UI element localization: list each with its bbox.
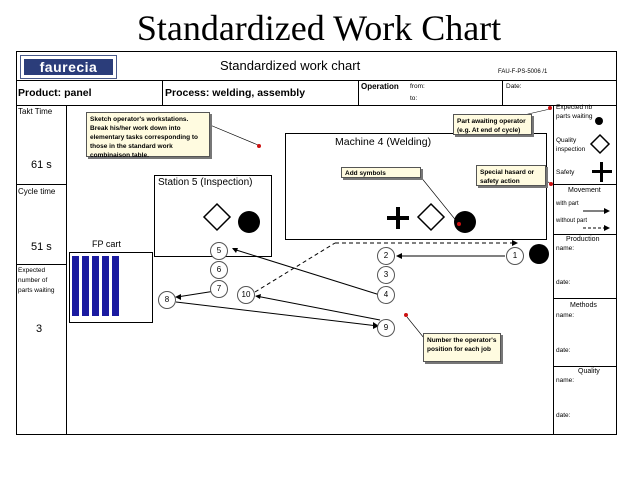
right-col-divider <box>553 105 554 435</box>
quality-name: name: <box>556 377 575 384</box>
filled-circle-icon <box>529 244 549 264</box>
step-1: 1 <box>506 247 524 265</box>
header-col-2 <box>358 80 359 105</box>
step-10: 10 <box>237 286 255 304</box>
diamond-icon <box>416 202 446 232</box>
step-8: 8 <box>158 291 176 309</box>
takt-label: Takt Time <box>18 107 53 116</box>
note-sketch: Sketch operator's workstations. Break hi… <box>86 112 210 159</box>
filled-circle-icon <box>454 211 476 233</box>
operation-from: from: <box>410 83 425 90</box>
plus-icon <box>592 162 612 182</box>
machine-4-box <box>285 133 547 240</box>
chart-frame <box>16 51 617 435</box>
legend-expected-1: Expected nb <box>556 104 593 111</box>
step-3: 3 <box>377 266 395 284</box>
cycle-label: Cycle time <box>18 187 56 196</box>
expected-label-3: parts waiting <box>18 287 55 294</box>
step-2: 2 <box>377 247 395 265</box>
date-label: Date: <box>506 83 522 90</box>
legend-quality-1: Quality <box>556 137 577 144</box>
production-title: Production <box>566 236 600 243</box>
quality-date: date: <box>556 412 571 419</box>
note-special-hazard: Special hasard or safety action <box>476 165 546 186</box>
diamond-icon <box>589 133 611 155</box>
methods-date: date: <box>556 347 571 354</box>
left-col-divider <box>66 105 67 435</box>
process-label: Process: welding, assembly <box>165 87 306 99</box>
expected-label-1: Expected <box>18 267 46 274</box>
header-col-3 <box>502 80 503 105</box>
step-5: 5 <box>210 242 228 260</box>
header-col-1 <box>162 80 163 105</box>
step-6: 6 <box>210 261 228 279</box>
quality-title: Quality <box>578 368 600 375</box>
operation-label: Operation <box>361 82 399 91</box>
filled-circle-icon <box>238 211 260 233</box>
right-row-4 <box>553 366 617 367</box>
plus-icon <box>387 207 409 229</box>
machine-label: Machine 4 (Welding) <box>335 136 432 148</box>
legend-expected-2: parts waiting <box>556 113 593 120</box>
note-number-operator: Number the operator's position for each … <box>423 333 501 362</box>
filled-circle-icon <box>595 117 603 125</box>
expected-value: 3 <box>36 323 43 335</box>
expected-label-2: number of <box>18 277 48 284</box>
step-9: 9 <box>377 319 395 337</box>
note-add-symbols: Add symbols <box>341 167 421 178</box>
fp-cart-label: FP cart <box>92 239 121 249</box>
logo-text: faurecia <box>24 59 113 75</box>
legend-without-part: without part <box>556 218 588 224</box>
right-row-2 <box>553 234 617 235</box>
production-date: date: <box>556 279 571 286</box>
product-label: Product: panel <box>18 87 92 99</box>
form-code: FAU-F-PS-5006 /1 <box>498 69 548 75</box>
legend-quality-2: inspection <box>556 146 586 153</box>
station-label: Station 5 (Inspection) <box>158 177 253 188</box>
cycle-value: 51 s <box>31 241 52 253</box>
legend-with-part: with part <box>556 201 579 207</box>
methods-title: Methods <box>570 302 597 309</box>
header-divider-2 <box>16 105 617 106</box>
takt-value: 61 s <box>31 159 52 171</box>
faurecia-logo: faurecia <box>20 55 117 79</box>
right-row-3 <box>553 298 617 299</box>
note-part-awaiting: Part awaiting operator (e.g. At end of c… <box>453 114 532 135</box>
arrow-icon <box>583 225 610 231</box>
page-title: Standardized Work Chart <box>136 8 502 48</box>
operation-to: to: <box>410 95 418 102</box>
left-row-2 <box>16 264 66 265</box>
header-divider-1 <box>16 80 617 81</box>
arrow-icon <box>583 208 610 214</box>
legend-safety: Safety <box>556 169 575 176</box>
step-4: 4 <box>377 286 395 304</box>
legend-movement: Movement <box>568 187 601 194</box>
right-row-1 <box>553 184 617 185</box>
production-name: name: <box>556 245 575 252</box>
step-7: 7 <box>210 280 228 298</box>
form-title: Standardized work chart <box>220 58 361 73</box>
diamond-icon <box>202 202 232 232</box>
left-row-1 <box>16 184 66 185</box>
methods-name: name: <box>556 312 575 319</box>
cart-parts <box>72 256 119 316</box>
